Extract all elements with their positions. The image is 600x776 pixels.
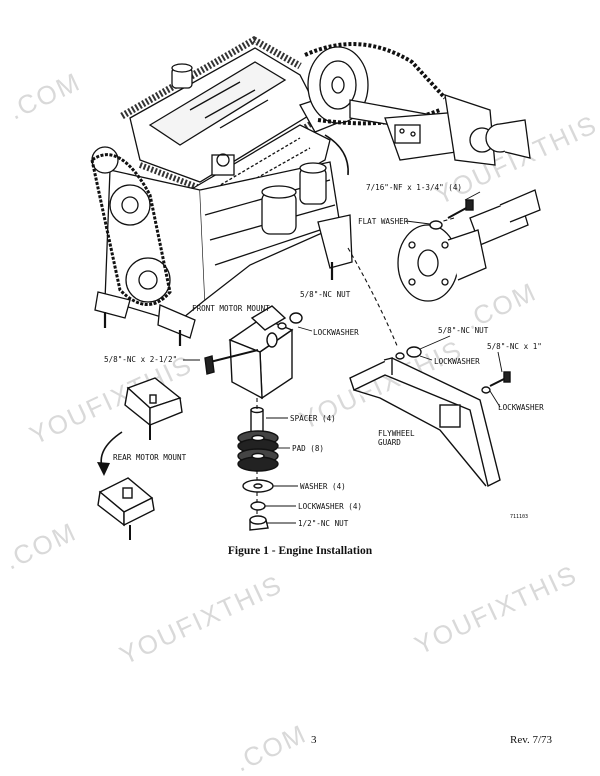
label-lockwasher-mid: LOCKWASHER	[434, 357, 480, 366]
label-spacer: SPACER (4)	[290, 414, 336, 423]
flywheel-guard	[349, 199, 511, 488]
label-bolt-5-8-x-1: 5/8"-NC x 1"	[487, 342, 542, 351]
leader-lines	[183, 191, 503, 524]
assembly-guide-lines	[256, 217, 455, 516]
watermark-com-4: .COM	[230, 718, 311, 776]
label-nut-1-2: 1/2"-NC NUT	[298, 519, 349, 528]
label-flat-washer: FLAT WASHER	[358, 217, 409, 226]
rear-mount-arrowhead	[97, 462, 110, 476]
drawing-number: 711103	[510, 514, 528, 520]
mount-hardware-stack	[237, 406, 279, 531]
label-guard: GUARD	[378, 438, 401, 447]
engine-illustration	[90, 35, 541, 346]
revision-date: Rev. 7/73	[510, 734, 553, 746]
watermark-brand-4: YOUFIXTHIS	[410, 559, 582, 661]
rear-motor-mount-bottom	[97, 477, 155, 540]
watermark-brand-3: YOUFIXTHIS	[115, 569, 287, 671]
label-rear-motor-mount: REAR MOTOR MOUNT	[113, 453, 187, 462]
figure-caption: Figure 1 - Engine Installation	[227, 545, 373, 557]
label-pad: PAD (8)	[292, 444, 324, 453]
label-lockwasher-4: LOCKWASHER (4)	[298, 502, 362, 511]
label-bolt-7-16: 7/16"-NF x 1-3/4" (4)	[366, 183, 462, 192]
label-nut-5-8-right: 5/8"-NC NUT	[438, 326, 489, 335]
label-lockwasher-top: LOCKWASHER	[313, 328, 359, 337]
rear-motor-mount-top	[124, 377, 183, 440]
label-lockwasher-right: LOCKWASHER	[498, 403, 544, 412]
front-motor-mount	[204, 305, 303, 400]
label-bolt-5-8-x-2-5: 5/8"-NC x 2-1/2"	[104, 355, 177, 364]
label-flywheel: FLYWHEEL	[378, 429, 415, 438]
watermark-com-1: .COM	[4, 66, 85, 125]
page-number: 3	[311, 734, 317, 746]
label-washer: WASHER (4)	[300, 482, 346, 491]
label-front-motor-mount: FRONT MOTOR MOUNT	[192, 304, 270, 313]
label-nut-5-8-top: 5/8"-NC NUT	[300, 290, 351, 299]
